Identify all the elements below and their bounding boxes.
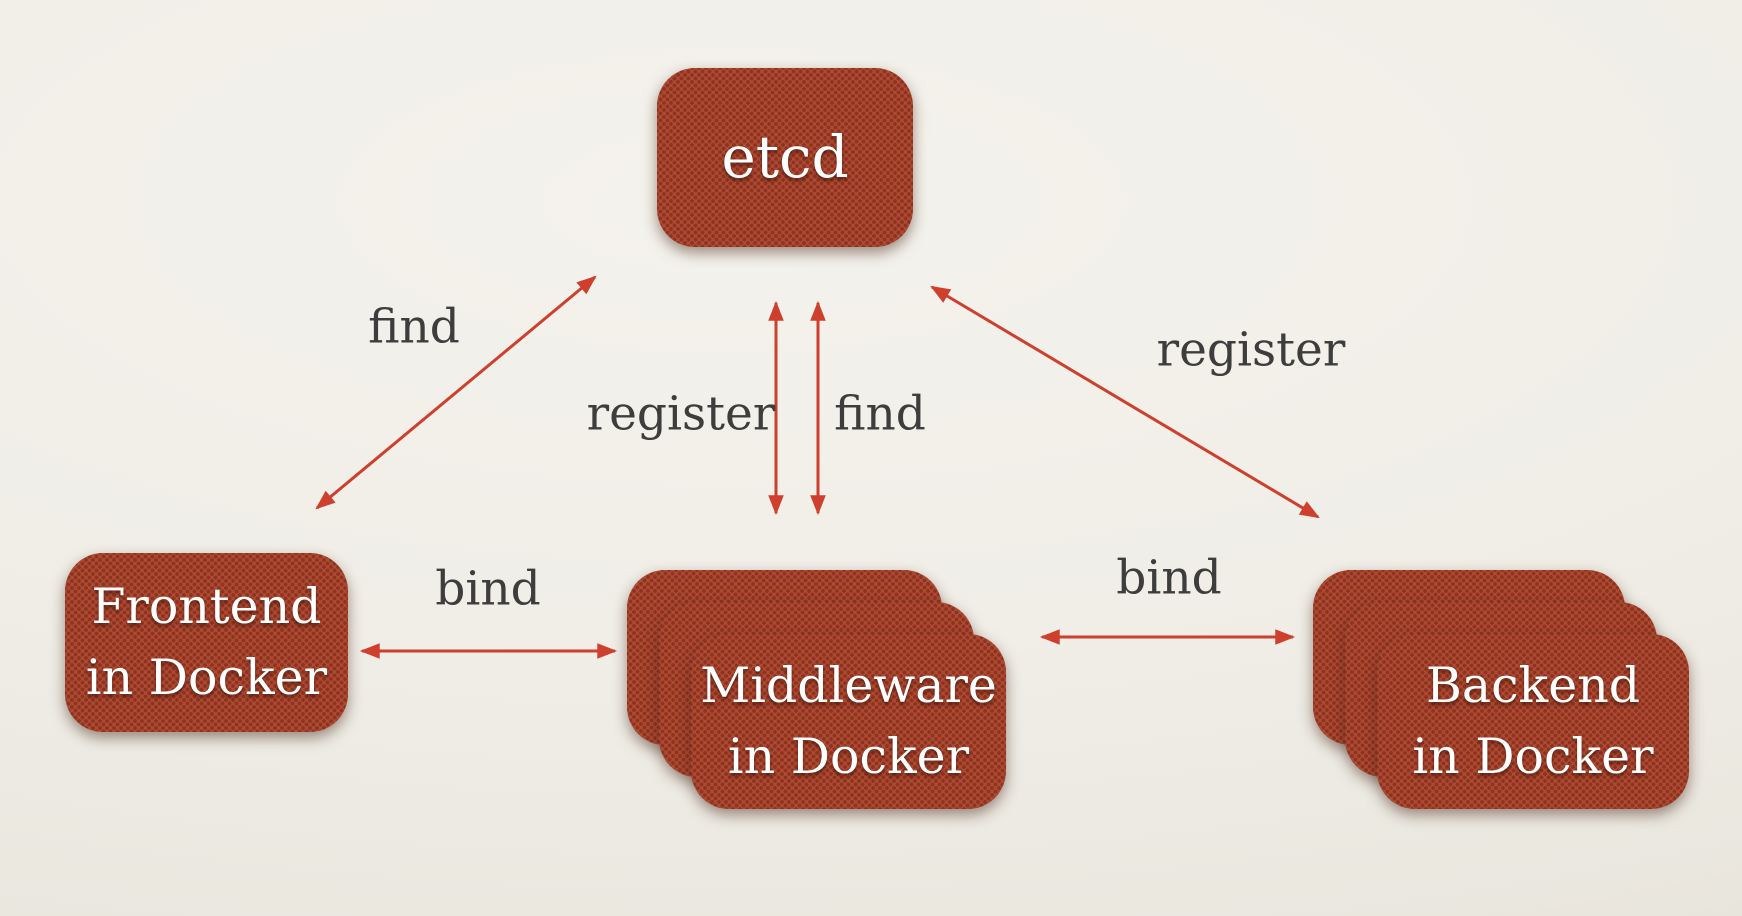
edge-label-bind-frontend-middleware: bind xyxy=(435,561,541,617)
node-middleware-label: Middleware in Docker xyxy=(700,651,997,792)
edge-label-register-backend-etcd: register xyxy=(1156,322,1346,378)
node-frontend-label: Frontend in Docker xyxy=(86,572,327,713)
node-frontend-label-line2: in Docker xyxy=(85,648,328,706)
node-middleware-label-line2: in Docker xyxy=(727,727,970,785)
arrow-register-backend-etcd xyxy=(930,285,1320,519)
node-middleware-label-line1: Middleware xyxy=(700,656,997,714)
node-backend-label-line1: Backend xyxy=(1425,656,1641,714)
node-frontend: Frontend in Docker xyxy=(65,553,348,732)
node-frontend-label-line1: Frontend xyxy=(91,577,322,635)
edge-label-find-middleware-etcd: find xyxy=(834,386,926,442)
node-etcd: etcd xyxy=(657,68,913,247)
node-backend-label-line2: in Docker xyxy=(1412,727,1654,785)
edge-label-bind-middleware-backend: bind xyxy=(1116,550,1222,606)
edge-label-register-middleware-etcd: register xyxy=(586,386,776,442)
node-backend: Backend in Docker xyxy=(1377,634,1689,809)
node-backend-label: Backend in Docker xyxy=(1412,651,1653,792)
node-etcd-label: etcd xyxy=(721,122,849,191)
node-middleware: Middleware in Docker xyxy=(691,634,1006,809)
edge-label-find-frontend-etcd: find xyxy=(368,299,460,355)
